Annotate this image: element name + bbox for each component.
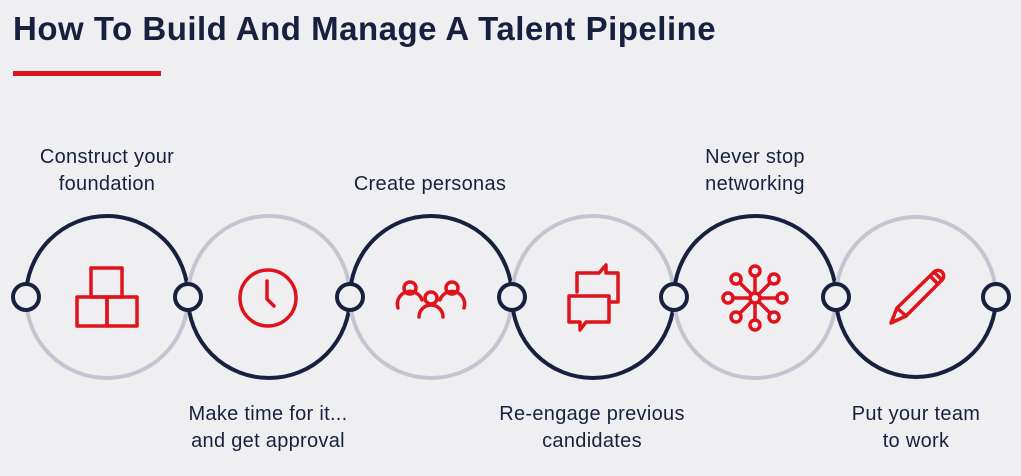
pencil-icon <box>889 268 946 325</box>
step-label-4: Re-engage previous candidates <box>462 401 722 455</box>
label-line: candidates <box>542 430 642 452</box>
arc-2-bottom <box>186 296 352 380</box>
arc-1-bottom <box>24 296 190 380</box>
label-line: Make time for it... <box>188 403 348 425</box>
label-line: and get approval <box>191 430 345 452</box>
title-underline <box>13 71 161 76</box>
step-label-3: Create personas <box>300 171 560 198</box>
arc-6-top <box>834 215 998 298</box>
node-dot <box>821 282 851 312</box>
step-label-6: Put your team to work <box>786 401 1021 455</box>
node-dot <box>173 282 203 312</box>
label-line: Re-engage previous <box>499 403 685 425</box>
label-line: to work <box>882 430 950 452</box>
page-title: How To Build And Manage A Talent Pipelin… <box>13 10 717 47</box>
arc-5-top <box>672 214 838 298</box>
node-dot <box>335 282 365 312</box>
arc-1-top <box>24 214 190 298</box>
blocks-icon <box>75 266 139 328</box>
arc-4-bottom <box>510 296 676 380</box>
node-dot <box>11 282 41 312</box>
network-icon <box>721 264 789 332</box>
clock-icon <box>238 268 298 328</box>
arc-6-bottom <box>834 296 998 379</box>
chat-bubbles-icon <box>567 263 620 332</box>
label-line: foundation <box>58 173 156 195</box>
arc-3-bottom <box>348 296 514 380</box>
node-dot <box>497 282 527 312</box>
node-dot <box>659 282 689 312</box>
arc-4-top <box>510 214 676 298</box>
node-dot <box>981 282 1011 312</box>
arc-2-top <box>186 214 352 298</box>
step-label-2: Make time for it... and get approval <box>138 401 398 455</box>
label-line: Create personas <box>353 173 507 195</box>
label-line: Never stop <box>705 146 805 168</box>
arc-3-top <box>348 214 514 298</box>
step-label-1: Construct your foundation <box>0 144 237 198</box>
label-line: Construct your <box>39 146 175 168</box>
arc-5-bottom <box>672 296 838 380</box>
step-label-5: Never stop networking <box>625 144 885 198</box>
label-line: networking <box>705 173 805 195</box>
people-icon <box>395 280 467 319</box>
label-line: Put your team <box>851 403 981 425</box>
